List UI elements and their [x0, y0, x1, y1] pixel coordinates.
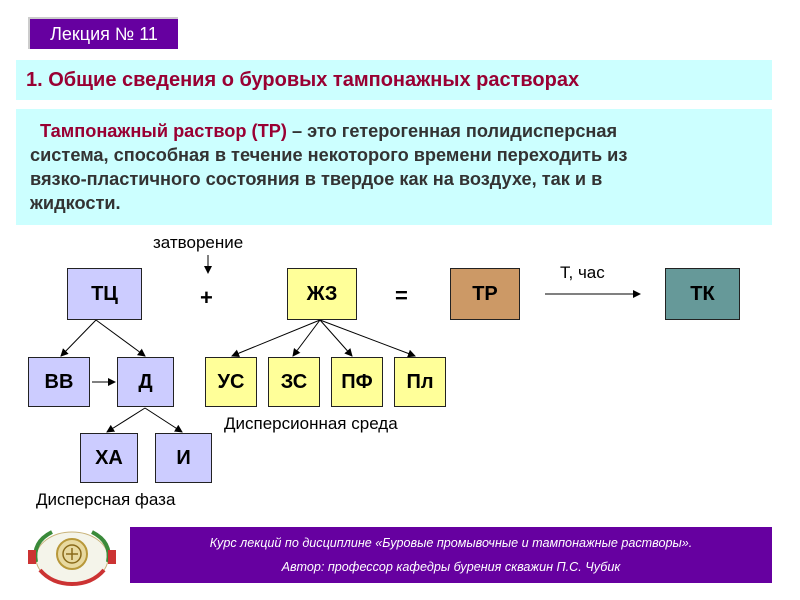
zhz-to-us-arrow — [231, 319, 321, 358]
node-tr: ТР — [450, 268, 520, 320]
node-zs: ЗС — [268, 357, 320, 407]
lecture-badge: Лекция № 11 — [28, 17, 178, 49]
node-pl: Пл — [394, 357, 446, 407]
d-to-i-arrow — [144, 407, 183, 433]
tc-to-d-arrow — [95, 319, 146, 357]
node-d: Д — [117, 357, 174, 407]
node-xa: ХА — [80, 433, 138, 483]
disp-medium-label: Дисперсионная среда — [224, 414, 398, 433]
definition-line-2: система, способная в течение некоторого … — [30, 145, 628, 165]
node-zhz: ЖЗ — [287, 268, 357, 320]
tc-to-vv-arrow — [60, 319, 97, 357]
definition-line-4: жидкости. — [30, 193, 121, 213]
definition-panel: Тампонажный раствор (ТР) – это гетероген… — [16, 109, 772, 225]
section-title-bar: 1. Общие сведения о буровых тампонажных … — [16, 60, 772, 100]
equals-operator: = — [395, 283, 408, 308]
node-vv: ВВ — [28, 357, 90, 407]
node-pf: ПФ — [331, 357, 383, 407]
node-tc: ТЦ — [67, 268, 142, 320]
footer-course: Курс лекций по дисциплине «Буровые промы… — [209, 536, 693, 550]
plus-operator: + — [200, 285, 213, 310]
definition-line-1: Тампонажный раствор (ТР) – это гетероген… — [30, 119, 758, 143]
zatvorenie-label: затворение — [153, 233, 244, 252]
university-emblem-icon — [28, 530, 116, 587]
definition-term: Тампонажный раствор — [40, 121, 247, 141]
definition-line-3: вязко-пластичного состояния в твердое ка… — [30, 169, 603, 189]
definition-abbr: (ТР) — [251, 121, 287, 141]
footer-bar: Курс лекций по дисциплине «Буровые промы… — [130, 527, 772, 583]
disp-phase-label: Дисперсная фаза — [36, 490, 176, 509]
section-title: 1. Общие сведения о буровых тампонажных … — [26, 68, 580, 91]
node-tk: ТК — [665, 268, 740, 320]
zhz-to-pf-arrow — [319, 319, 353, 357]
zhz-to-zs-arrow — [292, 319, 321, 357]
zhz-to-pl-arrow — [319, 319, 416, 358]
definition-line-1-rest: – это гетерогенная полидисперсная — [286, 121, 618, 141]
footer-author: Автор: профессор кафедры бурения скважин… — [281, 560, 621, 574]
d-to-xa-arrow — [106, 407, 146, 433]
time-label: Т, час — [560, 263, 605, 282]
node-i: И — [155, 433, 212, 483]
node-us: УС — [205, 357, 257, 407]
